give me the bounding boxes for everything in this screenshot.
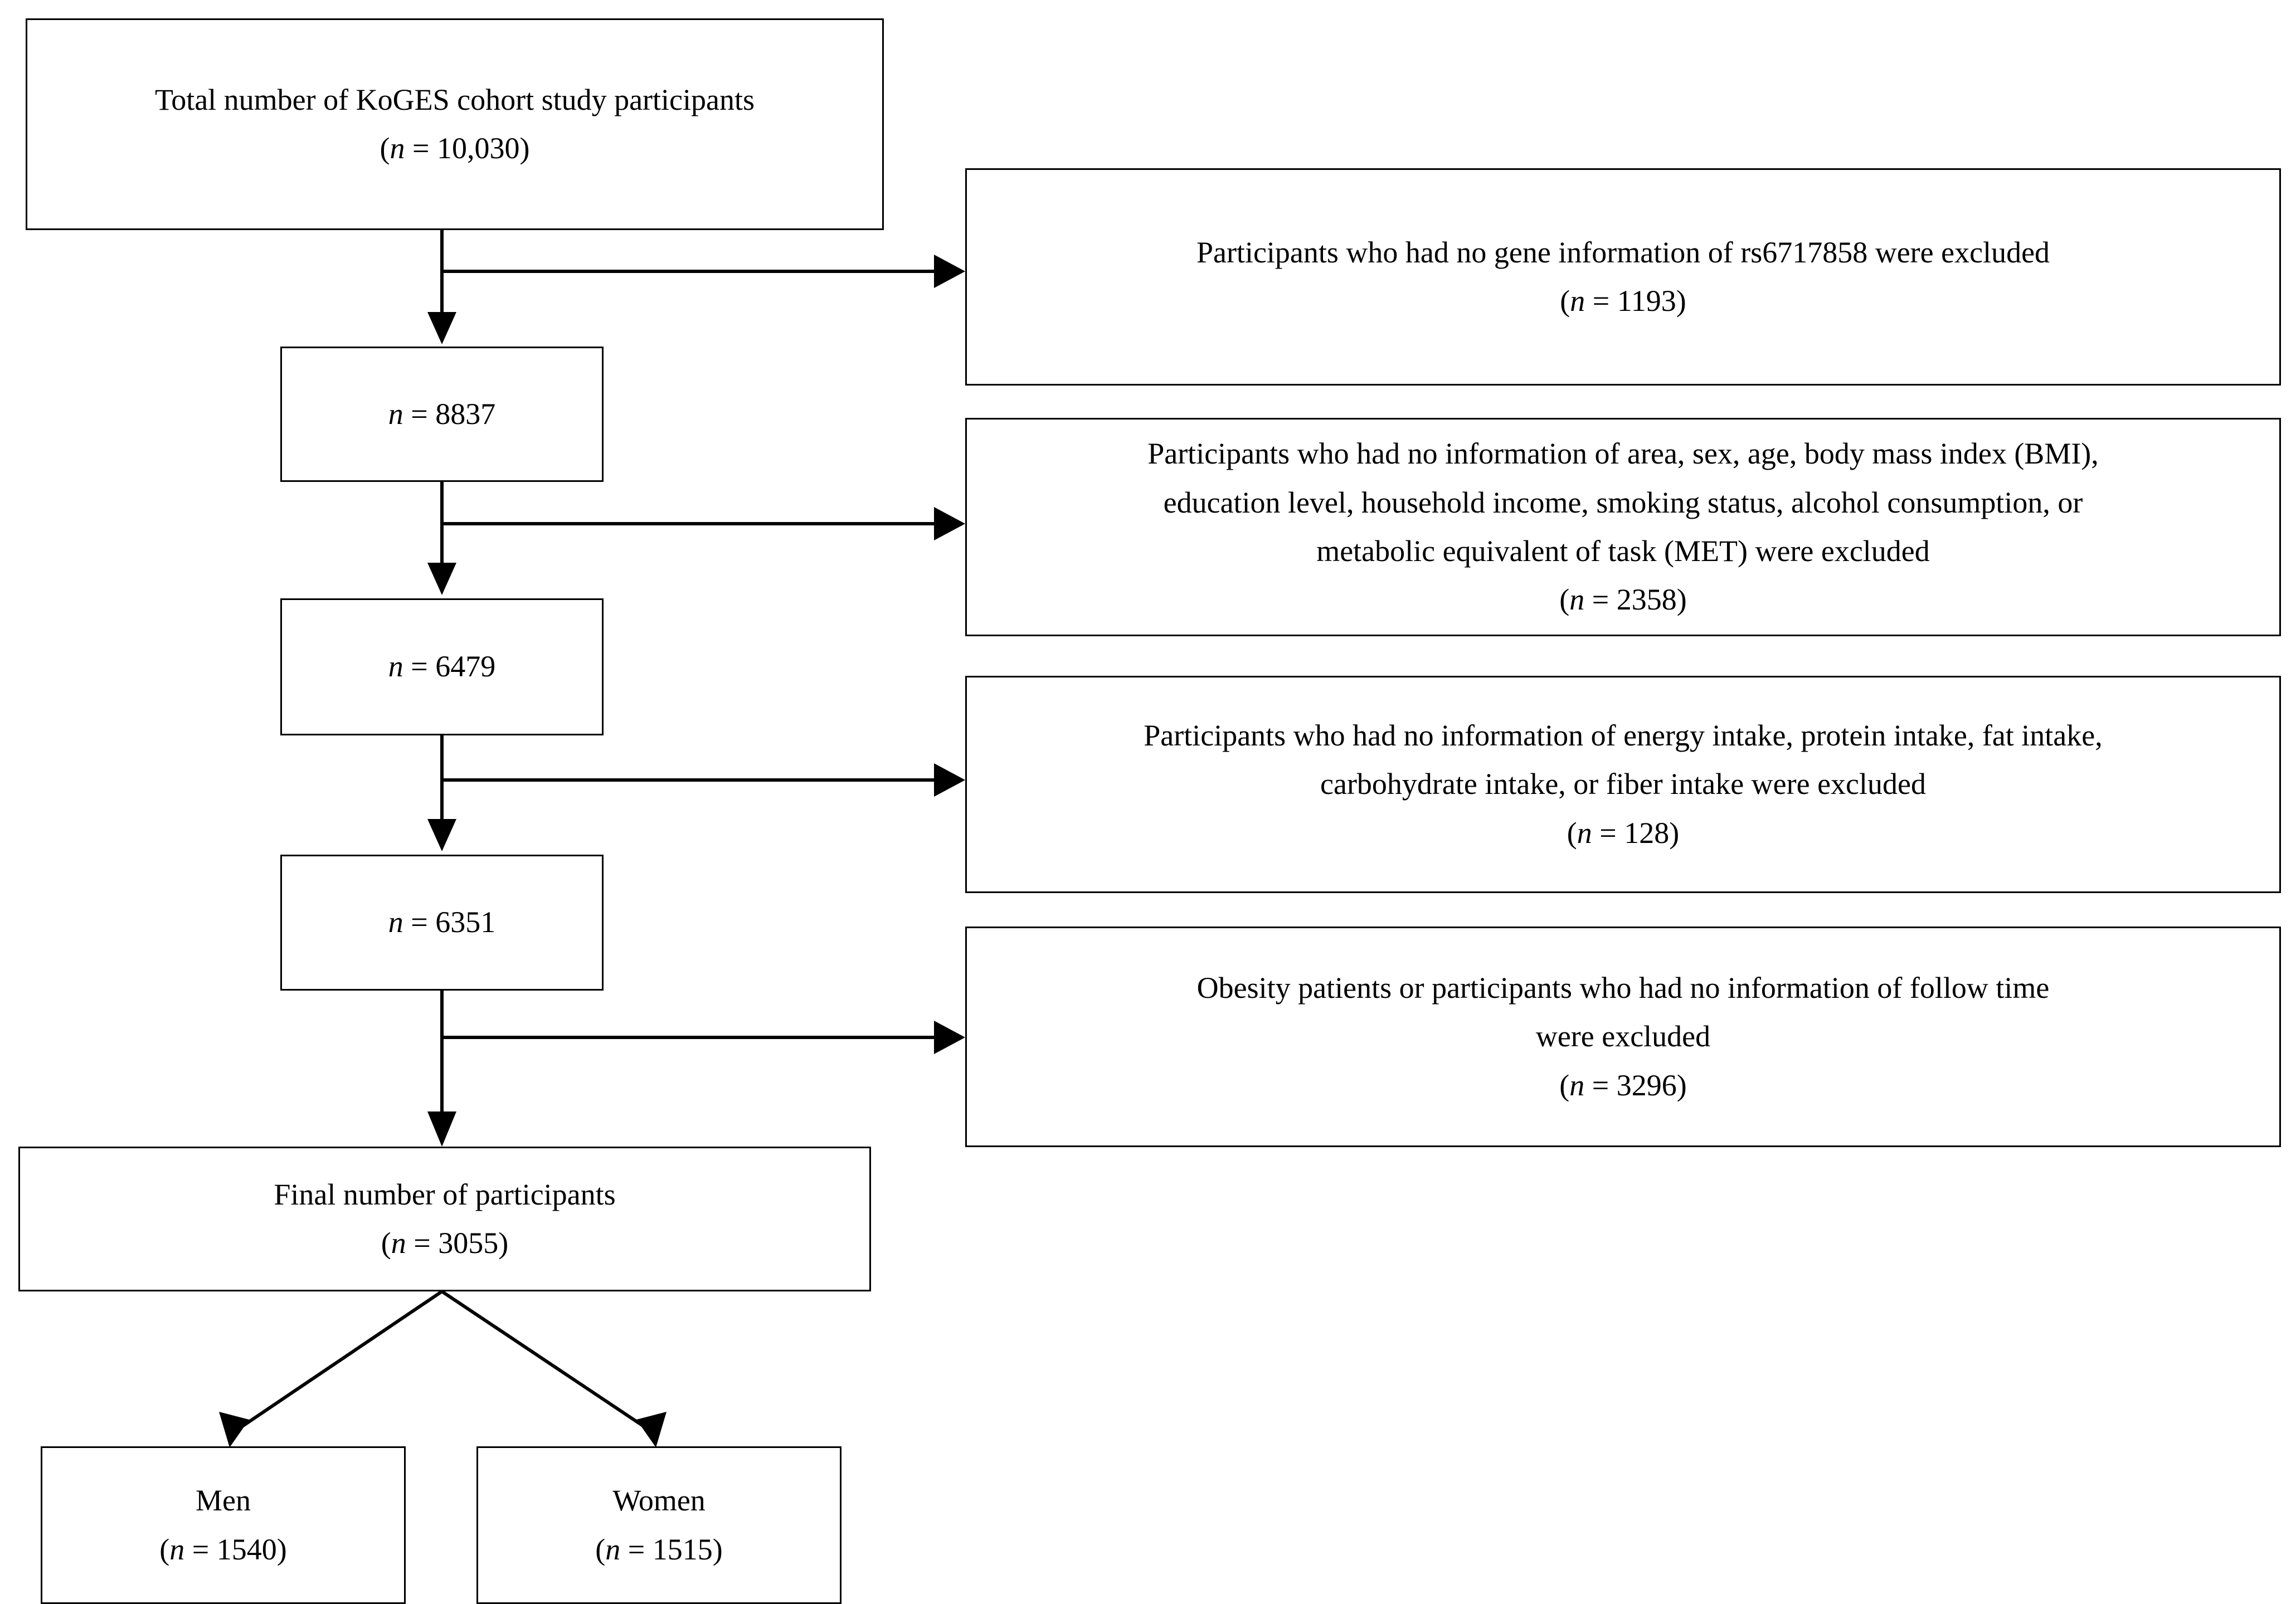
exclusion-3-line-1: Participants who had no information of e… — [1144, 718, 2103, 752]
connector-step1-to-step2 — [427, 482, 456, 595]
node-women-label: Women — [612, 1484, 706, 1518]
exclusion-4-line-2: were excluded — [1535, 1020, 1711, 1054]
node-exclusion-covariate-information: Participants who had no information of a… — [965, 418, 2281, 636]
connector-step3-to-exclusion-4 — [442, 1021, 965, 1054]
exclusion-2-line-1: Participants who had no information of a… — [1147, 437, 2099, 471]
node-women-count: (n = 1515) — [595, 1532, 723, 1566]
node-step1-count: n = 8837 — [280, 347, 604, 482]
node-step3-label: n = 6351 — [388, 905, 496, 939]
connector-final-to-men — [219, 1290, 443, 1447]
node-total-participants: Total number of KoGES cohort study parti… — [26, 18, 884, 230]
node-total-count: (n = 10,030) — [380, 131, 530, 165]
exclusion-2-count: (n = 2358) — [1559, 583, 1687, 617]
node-step2-count: n = 6479 — [280, 598, 604, 735]
exclusion-2-line-3: metabolic equivalent of task (MET) were … — [1316, 534, 1930, 568]
exclusion-4-line-1: Obesity patients or participants who had… — [1196, 971, 2050, 1005]
node-final-count: (n = 3055) — [381, 1226, 509, 1260]
connector-total-to-step1 — [427, 230, 456, 344]
connector-step3-to-final — [427, 991, 456, 1147]
node-final-participants: Final number of participants (n = 3055) — [18, 1147, 871, 1291]
exclusion-3-count: (n = 128) — [1567, 816, 1680, 850]
node-men-label: Men — [196, 1484, 251, 1518]
exclusion-1-line-1: Participants who had no gene information… — [1196, 235, 2050, 269]
node-total-line1: Total number of KoGES cohort study parti… — [154, 82, 755, 116]
node-men: Men (n = 1540) — [41, 1446, 406, 1604]
node-exclusion-obesity-followtime: Obesity patients or participants who had… — [965, 927, 2281, 1147]
connector-step1-to-exclusion-2 — [442, 507, 965, 540]
node-exclusion-gene-information: Participants who had no gene information… — [965, 168, 2281, 386]
connector-final-to-women — [441, 1290, 667, 1447]
connector-total-to-exclusion-1 — [442, 255, 965, 288]
connector-step2-to-exclusion-3 — [442, 763, 965, 797]
node-step2-label: n = 6479 — [388, 650, 496, 684]
node-step1-label: n = 8837 — [388, 397, 496, 431]
node-final-line1: Final number of participants — [274, 1177, 616, 1211]
node-step3-count: n = 6351 — [280, 855, 604, 991]
node-women: Women (n = 1515) — [476, 1446, 841, 1604]
exclusion-2-line-2: education level, household income, smoki… — [1163, 485, 2083, 519]
connector-step2-to-step3 — [427, 735, 456, 851]
node-men-count: (n = 1540) — [159, 1532, 287, 1566]
exclusion-4-count: (n = 3296) — [1559, 1068, 1687, 1102]
node-exclusion-dietary-information: Participants who had no information of e… — [965, 676, 2281, 893]
exclusion-3-line-2: carbohydrate intake, or fiber intake wer… — [1320, 767, 1926, 801]
exclusion-1-count: (n = 1193) — [1560, 284, 1686, 318]
